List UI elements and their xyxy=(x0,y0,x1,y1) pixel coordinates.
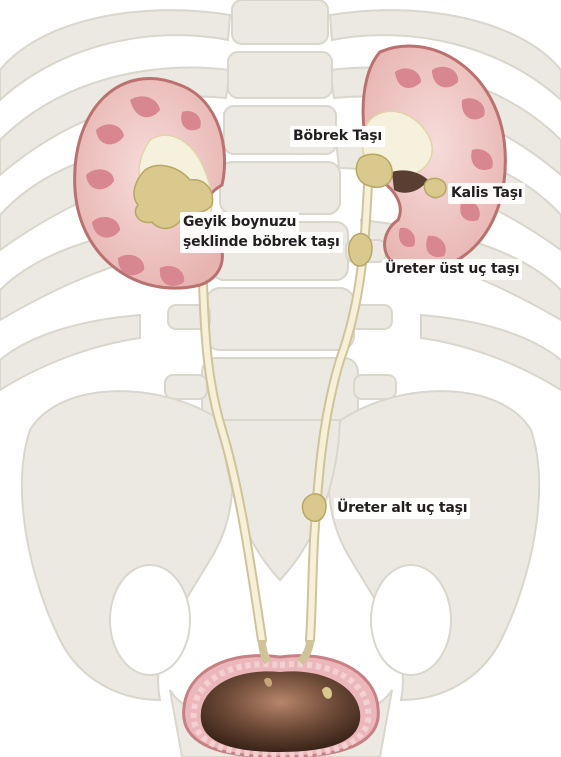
lower-ureter-stone xyxy=(303,494,326,521)
bladder xyxy=(184,640,379,757)
label-kalis-tasi: Kalis Taşı xyxy=(448,183,525,204)
label-bobrek-tasi: Böbrek Taşı xyxy=(290,126,385,147)
label-geyik-boynuzu-line2: şeklinde böbrek taşı xyxy=(180,232,343,253)
calyceal-stone xyxy=(424,178,446,197)
upper-ureter-stone xyxy=(349,234,372,266)
kidney-stone xyxy=(356,154,392,187)
label-ureter-alt-uc-tasi: Üreter alt uç taşı xyxy=(334,498,470,519)
label-geyik-boynuzu-line1: Geyik boynuzu xyxy=(180,212,299,233)
label-ureter-ust-uc-tasi: Üreter üst uç taşı xyxy=(382,259,522,280)
